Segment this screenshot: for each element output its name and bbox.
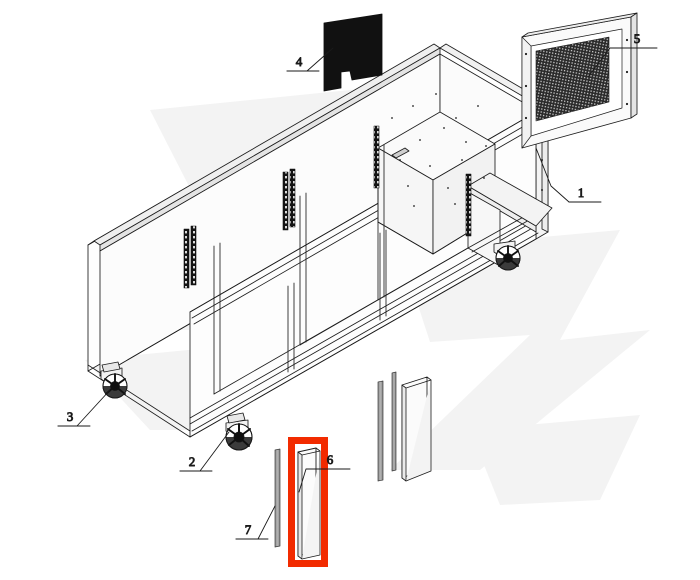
callout-1-leader [535,147,570,203]
callout-3-label: 3 [67,409,74,424]
part-6-filler-panel [297,447,321,560]
callout-4[interactable]: 4 [286,47,334,72]
part-7-trim-strip [274,448,281,548]
callout-4-leader [286,47,334,72]
part-5-vent-grille [521,12,638,149]
callout-6-leader [298,468,319,493]
callout-6-label: 6 [327,452,334,467]
part-4-black-panel [323,13,383,92]
callout-6[interactable]: 6 [298,452,351,493]
callout-3[interactable]: 3 [57,389,111,427]
callout-2[interactable]: 2 [179,431,230,472]
caster-rear [100,361,128,399]
callout-5-leader [587,47,626,78]
caster-right [493,240,521,271]
callout-5-label: 5 [634,31,641,46]
caster-front [225,412,253,451]
callout-2-label: 2 [189,454,196,469]
callout-7[interactable]: 7 [235,505,276,540]
callout-1-label: 1 [578,185,585,200]
callout-7-label: 7 [245,522,252,537]
callout-7-leader [235,505,276,540]
callout-5[interactable]: 5 [587,31,658,78]
pilaster-rails [183,125,472,289]
callout-1[interactable]: 1 [535,147,602,203]
right-side-spare-parts [377,371,432,482]
callout-4-label: 4 [296,54,303,69]
part-6-highlight-box[interactable] [288,437,328,567]
callout-2-leader [179,431,230,472]
